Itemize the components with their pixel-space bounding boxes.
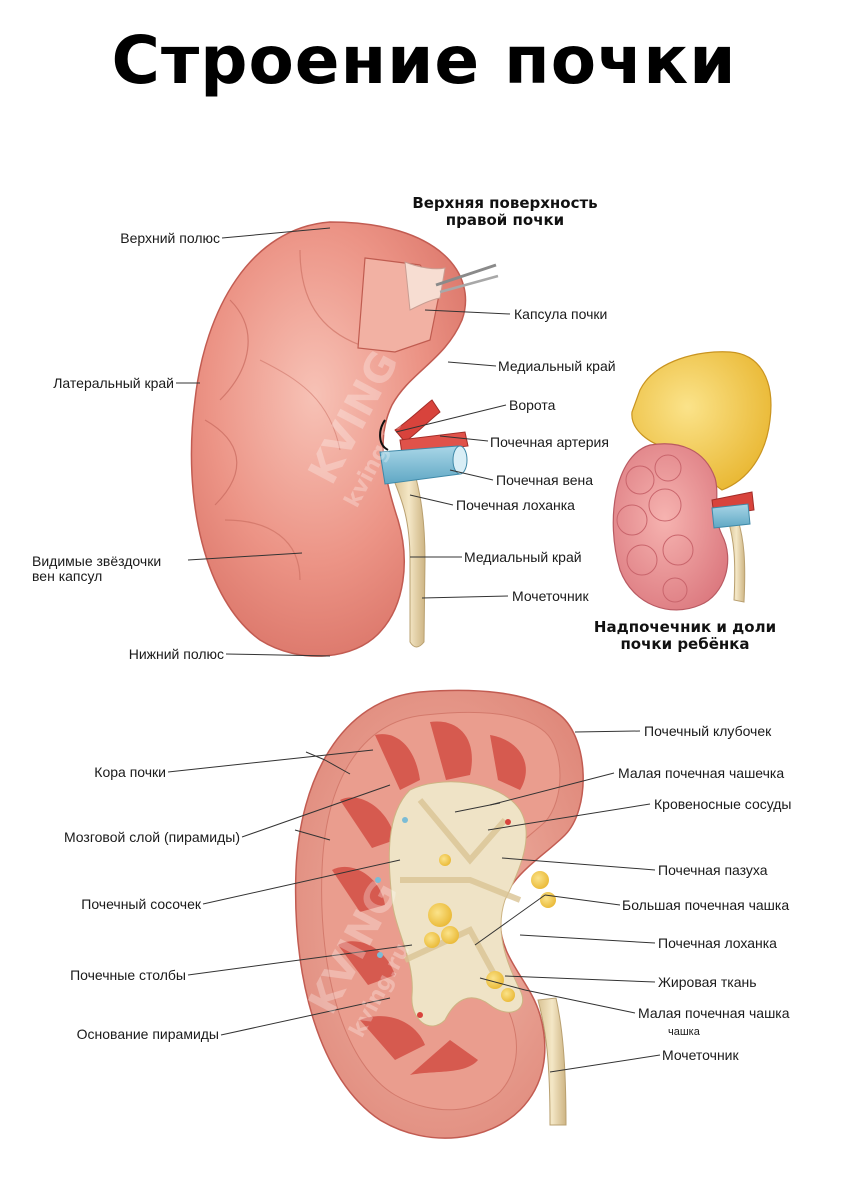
label-medial-edge-top: Медиальный край [498,358,616,374]
renal-artery-top [394,399,441,443]
caption-line: Верхняя поверхность [412,194,598,212]
label-cortex: Кора почки [94,764,166,780]
label-stellate-veins: Видимые звёздочки вен капсул [32,554,161,584]
pyramid [410,1040,478,1075]
label-pelvis: Почечная лоханка [658,935,777,951]
label-capsule: Капсула почки [514,306,608,322]
label-blood-vessels: Кровеносные сосуды [654,796,792,812]
section-ureter [537,997,567,1126]
pyramid [340,797,395,848]
label-lower-pole: Нижний полюс [128,646,224,662]
pyramid [332,866,385,912]
label-minor-calyx-2-sub: чашка [668,1026,700,1038]
pyramid [360,1016,425,1060]
label-sinus: Почечная пазуха [658,862,768,878]
label-renal-artery: Почечная артерия [490,434,609,450]
ureter-top [392,477,426,648]
label-columns: Почечные столбы [70,967,186,983]
top-kidney-caption: Верхняя поверхность правой почки [380,195,630,229]
label-ureter-top: Мочеточник [512,588,589,604]
label-ureter-section: Мочеточник [662,1047,739,1063]
label-fat: Жировая ткань [658,974,757,990]
label-pyramid-base: Основание пирамиды [76,1026,219,1042]
label-minor-calyx-2: Малая почечная чашка [638,1005,790,1021]
label-renal-pelvis: Почечная лоханка [456,497,575,513]
label-line: Видимые звёздочки [32,553,162,569]
right-kidney-surface [190,221,499,657]
kidney-cross-section [294,689,584,1139]
pyramid [430,721,472,780]
label-line: вен капсул [32,568,103,584]
pyramid [375,734,420,790]
caption-line: правой почки [445,211,565,229]
label-glomerulus: Почечный клубочек [644,723,772,739]
label-renal-vein: Почечная вена [496,472,594,488]
pyramid [490,735,526,790]
page-title: Строение почки [111,22,737,99]
label-medial-edge-bottom: Медиальный край [464,549,582,565]
leader-lines [167,227,661,1073]
label-minor-calyx: Малая почечная чашечка [618,765,785,781]
child-ureter [727,519,746,603]
caption-line: Надпочечник и доли [593,618,777,636]
child-kidney-adrenal [612,351,772,611]
child-kidney-body [612,443,729,611]
pyramid [338,941,395,985]
child-kidney-caption: Надпочечник и доли почки ребёнка [570,619,800,653]
label-upper-pole: Верхний полюс [120,230,220,246]
caption-line: почки ребёнка [620,635,750,653]
label-hilum: Ворота [509,397,556,413]
label-medulla: Мозговой слой (пирамиды) [63,829,240,845]
label-papilla: Почечный сосочек [81,896,201,912]
label-major-calyx: Большая почечная чашка [622,897,790,913]
label-lateral-edge: Латеральный край [53,375,174,391]
